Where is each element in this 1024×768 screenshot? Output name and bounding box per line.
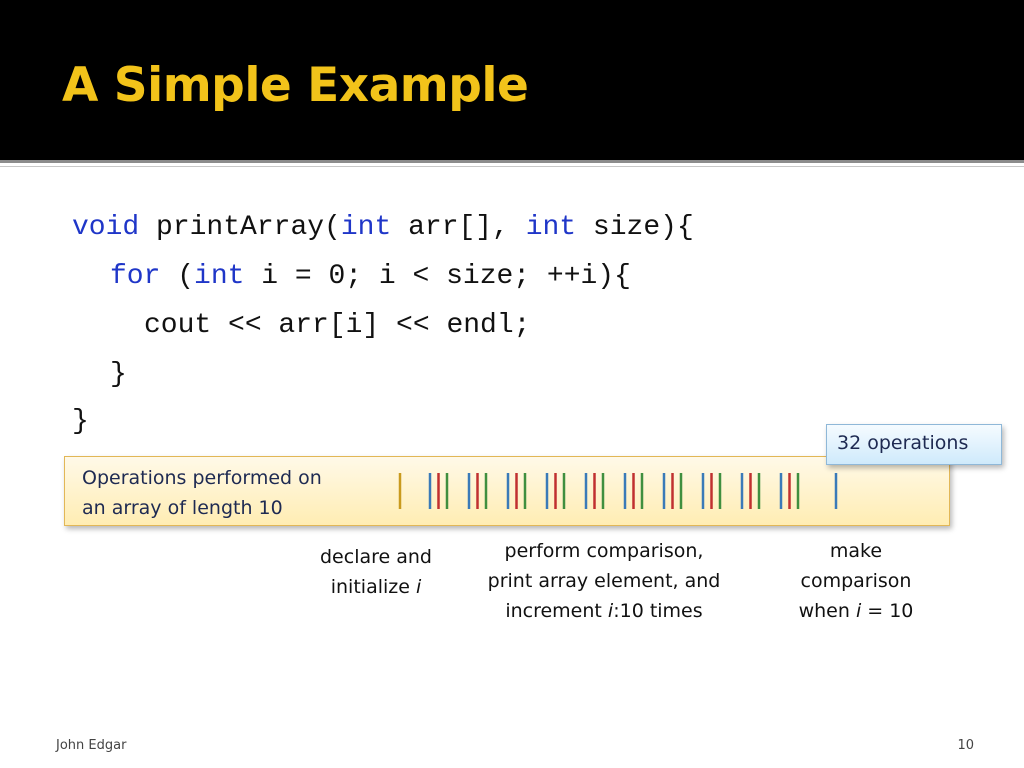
- operations-label-line-2: an array of length 10: [82, 497, 283, 519]
- caption-line: perform comparison,: [504, 540, 704, 562]
- title-divider: [0, 160, 1024, 163]
- caption-line: increment i:10 times: [464, 596, 744, 626]
- operations-label-line-1: Operations performed on: [82, 467, 322, 489]
- tick-group-loop-iteration: [584, 473, 605, 509]
- caption-line: comparison: [800, 570, 912, 592]
- caption-text: increment: [505, 600, 608, 622]
- caption-text: = 10: [861, 600, 914, 622]
- code-keyword: int: [340, 212, 392, 243]
- operations-count-callout: [826, 424, 1002, 465]
- code-keyword: int: [194, 261, 245, 292]
- tick-group-loop-iteration: [545, 473, 566, 509]
- code-keyword: int: [525, 212, 577, 243]
- code-line-2: for (int i = 0; i < size; ++i){: [110, 259, 631, 295]
- code-keyword: void: [72, 212, 140, 243]
- tick-group-loop-iteration: [740, 473, 761, 509]
- caption-loop-body: perform comparison, print array element,…: [464, 536, 744, 626]
- caption-variable: i: [607, 600, 614, 622]
- code-keyword: for: [110, 261, 161, 292]
- caption-line: declare and: [320, 546, 432, 568]
- code-text: }: [110, 359, 127, 390]
- caption-text: :10 times: [613, 600, 703, 622]
- tick-group-loop-iteration: [701, 473, 722, 509]
- caption-variable: i: [415, 576, 422, 598]
- code-text: arr[],: [391, 212, 526, 243]
- caption-variable: i: [855, 600, 862, 622]
- tick-group-loop-iteration: [662, 473, 683, 509]
- tick-group-loop-iteration: [779, 473, 800, 509]
- footer-author: John Edgar: [56, 738, 127, 753]
- tick-group-loop-iteration: [428, 473, 449, 509]
- operations-label: Operations performed on an array of leng…: [82, 463, 382, 523]
- code-line-4: }: [110, 357, 127, 393]
- code-line-3: cout << arr[i] << endl;: [144, 308, 530, 344]
- caption-line: make: [829, 540, 883, 562]
- tick-group-loop-iteration: [506, 473, 527, 509]
- slide-title: A Simple Example: [62, 58, 529, 113]
- caption-text: when: [798, 600, 856, 622]
- caption-final-comparison: make comparison when i = 10: [776, 536, 936, 626]
- code-line-1: void printArray(int arr[], int size){: [72, 210, 694, 246]
- code-text: (: [160, 261, 195, 292]
- caption-line: when i = 10: [776, 596, 936, 626]
- code-line-5: }: [72, 404, 89, 440]
- code-text: i = 0; i < size; ++i){: [244, 261, 631, 292]
- caption-text: initialize: [330, 576, 416, 598]
- caption-declare-initialize: declare and initialize i: [296, 542, 456, 602]
- tick-group-loop-iteration: [467, 473, 488, 509]
- code-text: }: [72, 406, 89, 437]
- code-text: printArray(: [139, 212, 341, 243]
- caption-line: print array element, and: [487, 570, 721, 592]
- slide-number: 10: [957, 738, 974, 753]
- tick-group-loop-iteration: [623, 473, 644, 509]
- code-text: size){: [576, 212, 694, 243]
- code-text: cout << arr[i] << endl;: [144, 310, 531, 341]
- title-bar: [0, 0, 1024, 160]
- operations-count-label: 32 operations: [837, 432, 969, 454]
- title-divider-thin: [0, 166, 1024, 167]
- caption-line: initialize i: [296, 572, 456, 602]
